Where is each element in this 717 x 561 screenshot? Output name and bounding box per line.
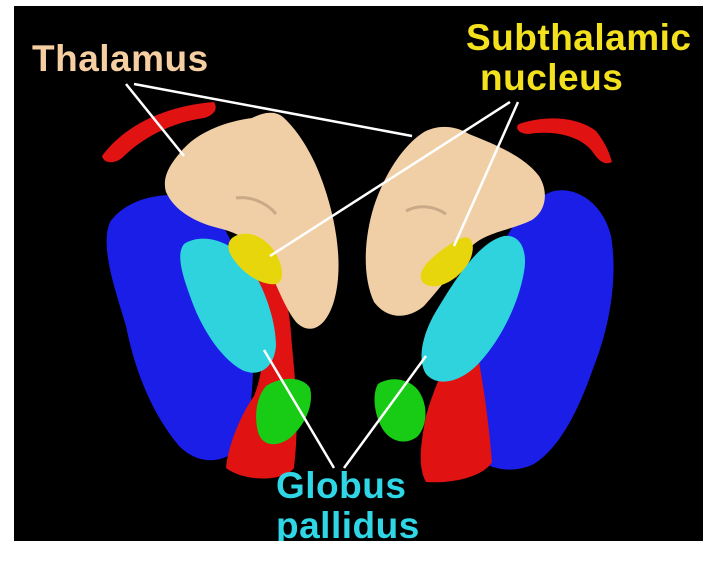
subthalamic-label-line1: Subthalamic [466, 18, 692, 58]
subthalamic-label-line2: nucleus [480, 58, 623, 98]
thalamus-label: Thalamus [32, 39, 209, 79]
right-green-structure [375, 379, 426, 441]
globus-label-line2: pallidus [276, 506, 420, 541]
globus-label-line1: Globus [276, 466, 406, 506]
right-red-tail [517, 118, 612, 163]
left-green-structure [256, 379, 311, 445]
brain-figure: Thalamus Subthalamic nucleus Globus pall… [14, 6, 703, 541]
